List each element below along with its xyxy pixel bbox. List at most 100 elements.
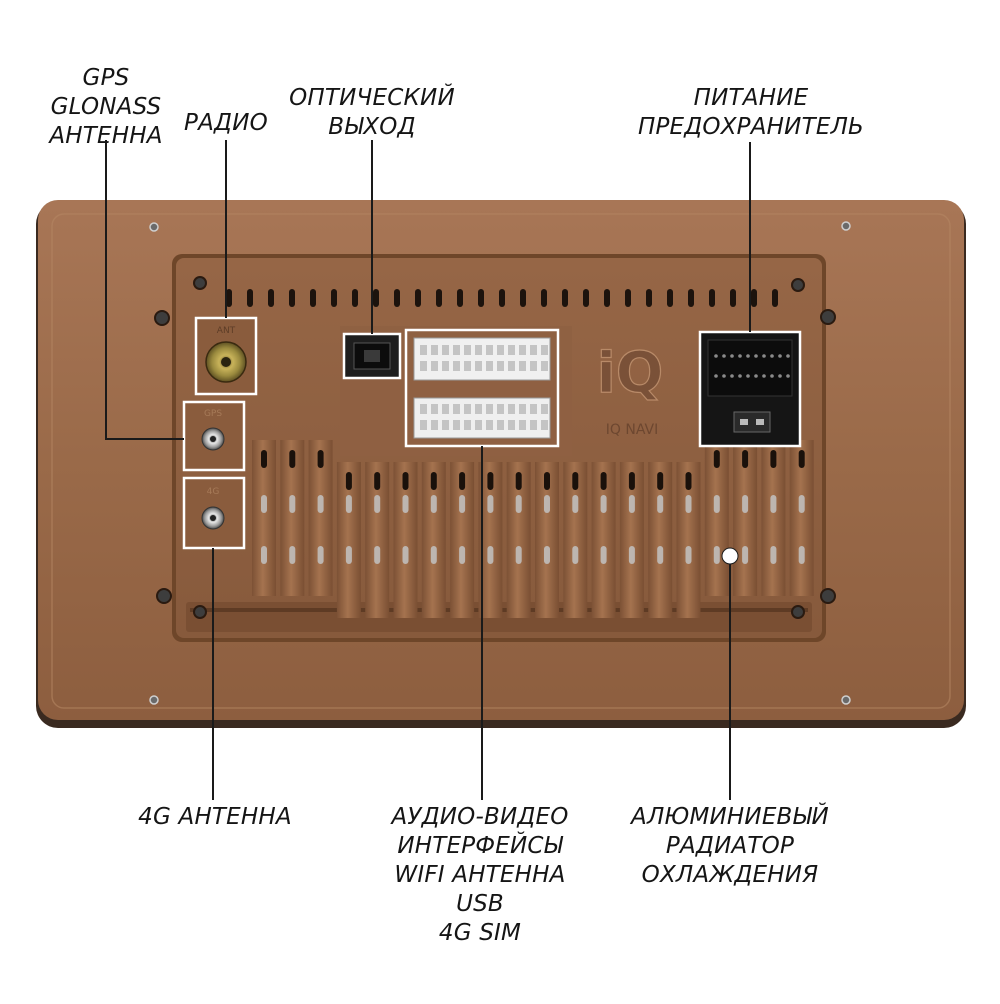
- fin-slot: [374, 495, 381, 513]
- vent-slot: [394, 289, 400, 307]
- connector-pin: [420, 404, 427, 414]
- label-line: АЛЮМИНИЕВЫЙ: [631, 804, 829, 830]
- vent-slot: [667, 289, 673, 307]
- label-av-interfaces: АУДИО-ВИДЕО ИНТЕРФЕЙСЫ WIFI АНТЕННА USB …: [380, 803, 580, 948]
- fin-slot: [657, 546, 664, 564]
- logo-mark: iQ: [597, 341, 664, 406]
- connector-pin: [541, 420, 548, 430]
- connector-pin: [442, 361, 449, 371]
- connector-pin: [530, 420, 537, 430]
- fin-slot: [770, 495, 777, 513]
- fin-slot: [317, 450, 324, 468]
- connector-pin: [453, 361, 460, 371]
- fin-slot: [289, 546, 296, 564]
- fin-slot: [572, 546, 579, 564]
- connector-pin: [519, 420, 526, 430]
- leader-lines: [105, 140, 751, 800]
- fin-slot: [402, 495, 409, 513]
- gps-leader-line: [105, 140, 184, 440]
- connector-pin: [497, 361, 504, 371]
- vent-slot: [730, 289, 736, 307]
- fin-slot: [713, 546, 720, 564]
- power-pin: [762, 374, 766, 378]
- panel-screws: [154, 276, 836, 619]
- fin-slot: [487, 495, 494, 513]
- fin-slot: [742, 495, 749, 513]
- fin-slot: [685, 495, 692, 513]
- fin-slot: [544, 546, 550, 564]
- fin-slot: [685, 546, 692, 564]
- label-radio: РАДИО: [176, 109, 276, 138]
- power-pin: [754, 374, 758, 378]
- connector-pin: [431, 404, 438, 414]
- connector-pin: [442, 404, 449, 414]
- av-interfaces-block: [404, 328, 560, 448]
- connector-pin: [431, 361, 438, 371]
- radiator-marker: [721, 547, 739, 565]
- label-line: ИНТЕРФЕЙСЫ: [397, 833, 563, 859]
- fin-slot: [459, 472, 466, 490]
- fin-slot: [261, 546, 267, 564]
- vent-slot: [415, 289, 421, 307]
- power-pin: [754, 354, 758, 358]
- label-radiator: АЛЮМИНИЕВЫЙ РАДИАТОР ОХЛАЖДЕНИЯ: [620, 803, 840, 890]
- connector-pin: [486, 361, 493, 371]
- connector-pin: [541, 404, 548, 414]
- optical-output-port: [342, 332, 402, 380]
- fuse-slot: [733, 411, 771, 433]
- vent-slot: [751, 289, 757, 307]
- power-pin: [714, 354, 718, 358]
- label-line: WIFI АНТЕННА: [394, 862, 566, 888]
- fin-slot: [544, 472, 550, 490]
- fin-slot: [345, 546, 352, 564]
- connector-pin: [508, 361, 515, 371]
- connector-pin: [464, 345, 471, 355]
- connector-pin: [541, 361, 548, 371]
- connector-pin: [541, 345, 548, 355]
- vent-slot: [289, 289, 295, 307]
- fin-slot: [572, 495, 579, 513]
- fin-slot: [628, 546, 635, 564]
- connector-pin: [431, 345, 438, 355]
- fin-slot: [261, 450, 267, 468]
- vent-slot: [478, 289, 484, 307]
- fin-slot: [628, 495, 635, 513]
- fin-slot: [430, 546, 437, 564]
- label-line: ПРЕДОХРАНИТЕЛЬ: [637, 114, 865, 140]
- fin-slot: [374, 472, 381, 490]
- label-optical-output: ОПТИЧЕСКИЙ ВЫХОД: [282, 84, 462, 142]
- connector-pin: [530, 345, 537, 355]
- connector-pin: [530, 404, 537, 414]
- fin-slot: [742, 546, 749, 564]
- fin-slot: [798, 450, 805, 468]
- label-line: GLONASS: [50, 94, 162, 120]
- vent-slot: [457, 289, 463, 307]
- connector-pin: [475, 345, 482, 355]
- radio-ant-port: [194, 316, 258, 396]
- power-fuse-connector: [698, 330, 802, 448]
- vent-slot: [625, 289, 631, 307]
- fin-slot: [544, 495, 550, 513]
- power-pin: [722, 354, 726, 358]
- connector-pin: [431, 420, 438, 430]
- label-power-fuse: ПИТАНИЕ ПРЕДОХРАНИТЕЛЬ: [636, 84, 866, 142]
- fin-slot: [770, 546, 777, 564]
- connector-pin: [508, 420, 515, 430]
- logo-text: IQ NAVI: [606, 422, 658, 438]
- power-pin: [746, 374, 750, 378]
- vent-slot: [520, 289, 526, 307]
- label-line: ОПТИЧЕСКИЙ: [289, 85, 455, 111]
- vent-slot: [499, 289, 505, 307]
- connector-pin: [453, 420, 460, 430]
- vent-slot: [562, 289, 568, 307]
- connector-pin: [486, 345, 493, 355]
- connector-pin: [475, 404, 482, 414]
- fin-slot: [628, 472, 635, 490]
- top-vent-slots: [226, 289, 778, 307]
- vent-slot: [226, 289, 232, 307]
- label-line: РАДИО: [184, 110, 268, 136]
- port-ant-marking: ANT: [217, 326, 236, 336]
- label-line: ПИТАНИЕ: [693, 85, 809, 111]
